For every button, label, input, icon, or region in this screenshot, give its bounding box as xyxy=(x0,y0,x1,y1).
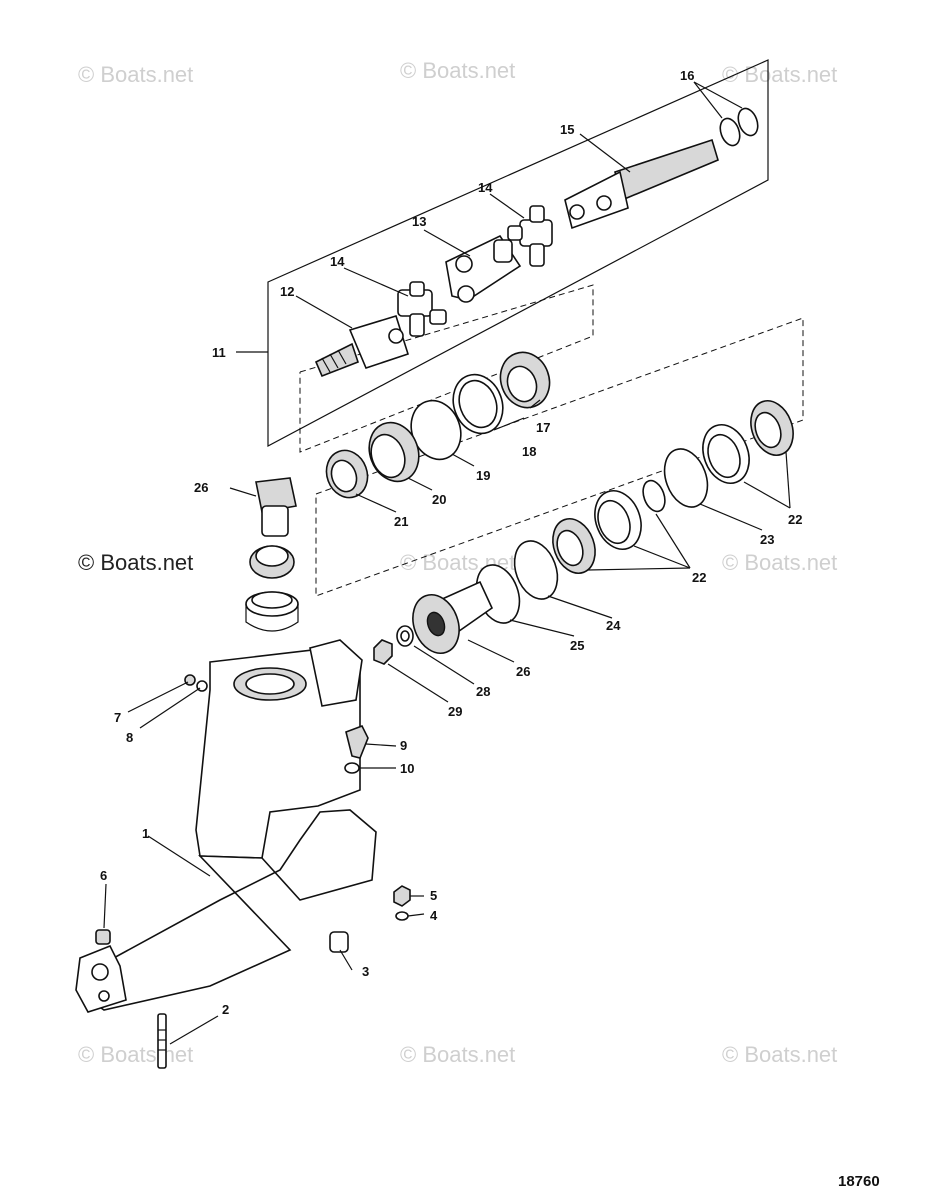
callout-26-gear: 26 xyxy=(516,664,530,679)
nut-5 xyxy=(393,885,411,907)
bearing-cup-22-right xyxy=(702,424,750,484)
callout-25: 25 xyxy=(570,638,584,653)
callout-2: 2 xyxy=(222,1002,229,1017)
callout-22-right: 22 xyxy=(788,512,802,527)
callout-4: 4 xyxy=(430,908,438,923)
pinion-bearing xyxy=(249,545,295,579)
callout-10: 10 xyxy=(400,761,414,776)
yoke-13 xyxy=(445,234,522,303)
yoke-pinion-12 xyxy=(314,315,409,378)
callout-13: 13 xyxy=(412,214,426,229)
bearing-22-left xyxy=(552,518,596,574)
watermark: © Boats.net xyxy=(78,1042,193,1067)
callout-7: 7 xyxy=(114,710,121,725)
gear-housing-1 xyxy=(75,639,377,1013)
callout-9: 9 xyxy=(400,738,407,753)
callout-1: 1 xyxy=(142,826,149,841)
callout-numbers: 1 2 3 4 5 6 7 8 9 10 11 12 13 14 14 15 1… xyxy=(100,68,802,1017)
callout-11: 11 xyxy=(212,345,226,360)
washer-28 xyxy=(396,625,414,647)
bearing-group-box-lower xyxy=(315,317,804,597)
callout-6: 6 xyxy=(100,868,107,883)
callout-22-mid: 22 xyxy=(692,570,706,585)
washer-10 xyxy=(344,762,360,774)
callout-16: 16 xyxy=(680,68,694,83)
watermark: © Boats.net xyxy=(722,62,837,87)
callout-21: 21 xyxy=(394,514,408,529)
watermark: © Boats.net xyxy=(400,58,515,83)
driveshaft-15 xyxy=(564,138,719,230)
callout-19: 19 xyxy=(476,468,490,483)
stud-2 xyxy=(157,1013,167,1069)
o-ring-24 xyxy=(513,540,559,600)
gear-26-forward xyxy=(412,580,494,654)
bearing-cup-22-mid xyxy=(594,490,642,550)
anode-3 xyxy=(329,931,349,953)
watermark: © Boats.net xyxy=(78,550,193,575)
watermark: © Boats.net xyxy=(78,62,193,87)
driveshaft-group-box xyxy=(267,59,769,447)
trim-tab-9 xyxy=(345,724,369,759)
callout-12: 12 xyxy=(280,284,294,299)
shim-18 xyxy=(452,373,504,435)
pinion-bearing-cup xyxy=(245,591,299,632)
callout-20: 20 xyxy=(432,492,446,507)
callout-23: 23 xyxy=(760,532,774,547)
callout-14-upper: 14 xyxy=(478,180,493,195)
callout-28: 28 xyxy=(476,684,490,699)
callout-5: 5 xyxy=(430,888,437,903)
u-joint-cross-14-upper xyxy=(507,205,553,267)
callout-17: 17 xyxy=(536,420,550,435)
bearing-cup-20 xyxy=(368,421,420,483)
washer-4 xyxy=(395,911,409,921)
callout-15: 15 xyxy=(560,122,574,137)
callout-8: 8 xyxy=(126,730,133,745)
bearing-17 xyxy=(499,351,551,409)
watermark-layer: © Boats.net © Boats.net © Boats.net © Bo… xyxy=(78,58,837,1067)
washer-small xyxy=(642,479,666,513)
seal-21 xyxy=(325,449,369,499)
bearing-group-box-upper xyxy=(299,284,594,453)
leader-lines xyxy=(103,81,791,1045)
callout-14-lower: 14 xyxy=(330,254,345,269)
callout-3: 3 xyxy=(362,964,369,979)
shim-23 xyxy=(663,448,709,508)
pinion-gear-26 xyxy=(255,477,297,537)
o-rings-16 xyxy=(719,107,759,147)
small-parts-7-8 xyxy=(184,674,208,692)
callout-18: 18 xyxy=(522,444,536,459)
drawing-number: 18760 xyxy=(838,1173,880,1190)
stud-6 xyxy=(95,929,111,945)
callout-26-pinion: 26 xyxy=(194,480,208,495)
bearing-22-right xyxy=(750,400,794,456)
callout-24: 24 xyxy=(606,618,621,633)
watermark: © Boats.net xyxy=(400,1042,515,1067)
watermark: © Boats.net xyxy=(722,550,837,575)
callout-29: 29 xyxy=(448,704,462,719)
watermark: © Boats.net xyxy=(722,1042,837,1067)
u-joint-cross-14-lower xyxy=(397,281,447,337)
nut-29 xyxy=(373,639,393,665)
